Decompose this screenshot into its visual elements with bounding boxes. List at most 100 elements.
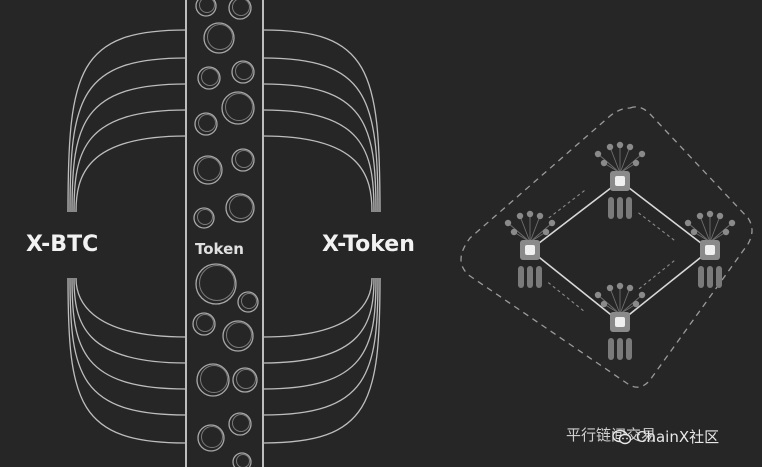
- bubble: [192, 312, 216, 336]
- node-pillar: [608, 197, 614, 219]
- fan-line: [619, 287, 631, 315]
- right-lower-arc: [262, 277, 379, 416]
- fan-line: [619, 153, 643, 174]
- left-upper-arc: [75, 135, 187, 213]
- fan-line: [687, 222, 711, 243]
- right-lower-arc: [262, 277, 375, 364]
- message-arrow: [638, 212, 675, 241]
- node-pillar: [527, 266, 533, 288]
- fan-line: [529, 215, 541, 243]
- fan-dot: [626, 284, 634, 292]
- fan-dot: [600, 300, 608, 308]
- bubble: [225, 193, 255, 223]
- left-lower-arc: [75, 277, 187, 338]
- bubble: [195, 0, 217, 17]
- fan-dot: [606, 284, 614, 292]
- bubble: [193, 155, 223, 185]
- right-lower-arc: [262, 277, 381, 444]
- fan-dot: [600, 159, 608, 167]
- bubble-group: [192, 0, 259, 467]
- fan-dot: [632, 159, 640, 167]
- left-lower-arc: [69, 277, 187, 416]
- chain-link: [529, 180, 621, 251]
- node-core: [705, 245, 715, 255]
- bubble-inner: [225, 93, 253, 121]
- fan-line: [609, 146, 621, 174]
- chain-link: [529, 249, 621, 323]
- bubble-inner: [236, 454, 250, 467]
- bubble-inner: [197, 157, 221, 181]
- fan-dot: [626, 143, 634, 151]
- bubble: [228, 0, 252, 20]
- fan-dot: [638, 291, 646, 299]
- bubble: [232, 452, 252, 467]
- left-upper-arc: [69, 57, 187, 213]
- fan-dot: [606, 143, 614, 151]
- token-label: Token: [195, 240, 244, 258]
- bubble: [221, 91, 255, 125]
- bubble-inner: [201, 426, 223, 448]
- fan-line: [597, 294, 621, 315]
- right-arc-group: [262, 29, 381, 444]
- bubble: [231, 148, 255, 172]
- fan-dot: [722, 228, 730, 236]
- bubble-inner: [235, 62, 253, 80]
- right-lower-arc: [262, 277, 373, 338]
- fan-line: [619, 294, 643, 315]
- fan-line: [507, 222, 531, 243]
- parallel-chain-caption: 平行链间交易: [566, 426, 657, 444]
- fan-line: [609, 287, 621, 315]
- bubble: [231, 60, 255, 84]
- fan-dot: [638, 150, 646, 158]
- fan-line: [597, 153, 621, 174]
- bubble: [193, 207, 215, 229]
- fan-dot: [716, 212, 724, 220]
- fan-line: [709, 215, 721, 243]
- right-upper-arc: [262, 29, 381, 213]
- message-arrow: [637, 260, 675, 290]
- fan-dot: [706, 210, 714, 218]
- node-pillar: [518, 266, 524, 288]
- fan-dot: [594, 150, 602, 158]
- fan-dot: [548, 219, 556, 227]
- fan-dot: [632, 300, 640, 308]
- message-arrow: [547, 282, 585, 312]
- fan-dot: [616, 141, 624, 149]
- bubble-inner: [201, 68, 219, 86]
- right-lower-arc: [262, 277, 377, 390]
- bubble: [194, 112, 218, 136]
- bubble-inner: [199, 0, 215, 13]
- fan-line: [619, 146, 631, 174]
- fan-dot: [594, 291, 602, 299]
- node-pillar: [536, 266, 542, 288]
- node-core: [525, 245, 535, 255]
- left-lower-arc: [71, 277, 187, 390]
- node-pillar: [716, 266, 722, 288]
- chain-link: [619, 180, 711, 251]
- bubble: [232, 367, 258, 393]
- fan-dot: [516, 212, 524, 220]
- node-core: [615, 176, 625, 186]
- node-pillar: [608, 338, 614, 360]
- fan-line: [709, 222, 733, 243]
- bubble-inner: [198, 114, 216, 132]
- fan-line: [519, 215, 531, 243]
- fan-dot: [616, 282, 624, 290]
- bubble-inner: [197, 209, 213, 225]
- left-lower-arc: [73, 277, 187, 364]
- node-pillar: [617, 338, 623, 360]
- bubble-inner: [199, 265, 235, 301]
- bubble: [196, 363, 230, 397]
- fan-line: [529, 222, 553, 243]
- watermark: ChainX社区: [612, 426, 719, 447]
- bubble-inner: [196, 314, 214, 332]
- node-core: [615, 317, 625, 327]
- bubble-inner: [232, 0, 250, 16]
- left-upper-arc: [71, 83, 187, 213]
- token-channel: [185, 0, 264, 467]
- left-lower-arc: [67, 277, 187, 444]
- node-pillar: [626, 338, 632, 360]
- fan-dot: [728, 219, 736, 227]
- node-pillar: [617, 197, 623, 219]
